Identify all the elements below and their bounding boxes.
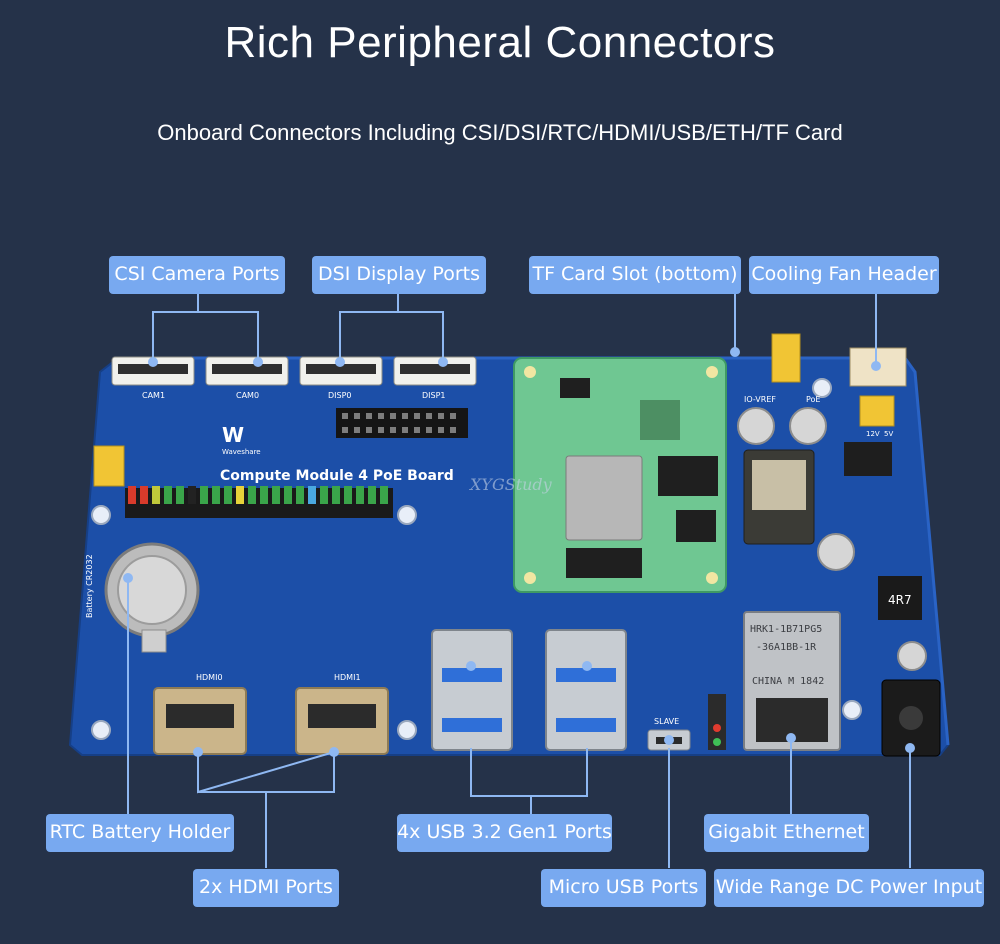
fpc-connectors: [111, 356, 477, 386]
svg-text:Waveshare: Waveshare: [222, 448, 261, 456]
io-vref-jumper: [771, 333, 801, 383]
label-micro-usb-ports: Micro USB Ports: [541, 869, 706, 907]
battery-silk: Battery CR2032: [85, 554, 94, 618]
poe-silk: PoE: [806, 395, 821, 404]
label-hdmi-ports: 2x HDMI Ports: [193, 869, 339, 907]
io-vref-silk: IO-VREF: [744, 395, 776, 404]
disp0-silk: DISP0: [328, 391, 352, 400]
rj45-text-3: CHINA M 1842: [752, 676, 824, 687]
compute-module-4: [513, 357, 727, 593]
inductor-silk: 4R7: [888, 593, 912, 607]
page-title: Rich Peripheral Connectors: [224, 18, 776, 67]
waveshare-logo: W Waveshare: [222, 423, 261, 456]
usb-ports: [431, 629, 627, 751]
gpio-header: [125, 486, 393, 518]
label-dsi-display-ports: DSI Display Ports: [312, 256, 486, 294]
page-subtitle: Onboard Connectors Including CSI/DSI/RTC…: [157, 120, 843, 145]
v5-silk: 5V: [884, 430, 893, 438]
rj45-text-1: HRK1-1B71PG5: [750, 624, 822, 635]
label-usb-ports: 4x USB 3.2 Gen1 Ports: [397, 814, 612, 852]
fan-header: [849, 347, 907, 427]
label-csi-camera-ports: CSI Camera Ports: [109, 256, 285, 294]
power-components: [737, 407, 927, 671]
board-name-silk: Compute Module 4 PoE Board: [220, 468, 454, 484]
mounting-holes: [91, 378, 862, 740]
rtc-battery-holder: [104, 542, 200, 653]
callout-lines: [127, 292, 911, 868]
leds: [708, 694, 726, 750]
slave-silk: SLAVE: [654, 717, 679, 726]
v12-silk: 12V: [866, 430, 880, 438]
label-gigabit-ethernet: Gigabit Ethernet: [704, 814, 869, 852]
rj45-jack: [743, 611, 841, 751]
hdmi0-silk: HDMI0: [196, 673, 223, 682]
disp1-silk: DISP1: [422, 391, 446, 400]
hdmi1-silk: HDMI1: [334, 673, 361, 682]
left-jumper: [93, 445, 125, 487]
cam1-silk: CAM1: [142, 391, 165, 400]
hdmi-ports: [153, 687, 389, 755]
label-dc-power-input: Wide Range DC Power Input: [714, 869, 984, 907]
label-tf-card-slot: TF Card Slot (bottom): [529, 256, 741, 294]
cam0-silk: CAM0: [236, 391, 259, 400]
pin-header-black: [336, 408, 468, 438]
dc-jack: [881, 679, 941, 757]
watermark: XYGStudy: [468, 475, 553, 494]
svg-text:W: W: [222, 423, 244, 447]
rj45-text-2: -36A1BB-1R: [756, 642, 817, 653]
label-rtc-battery-holder: RTC Battery Holder: [46, 814, 234, 852]
label-cooling-fan-header: Cooling Fan Header: [749, 256, 939, 294]
